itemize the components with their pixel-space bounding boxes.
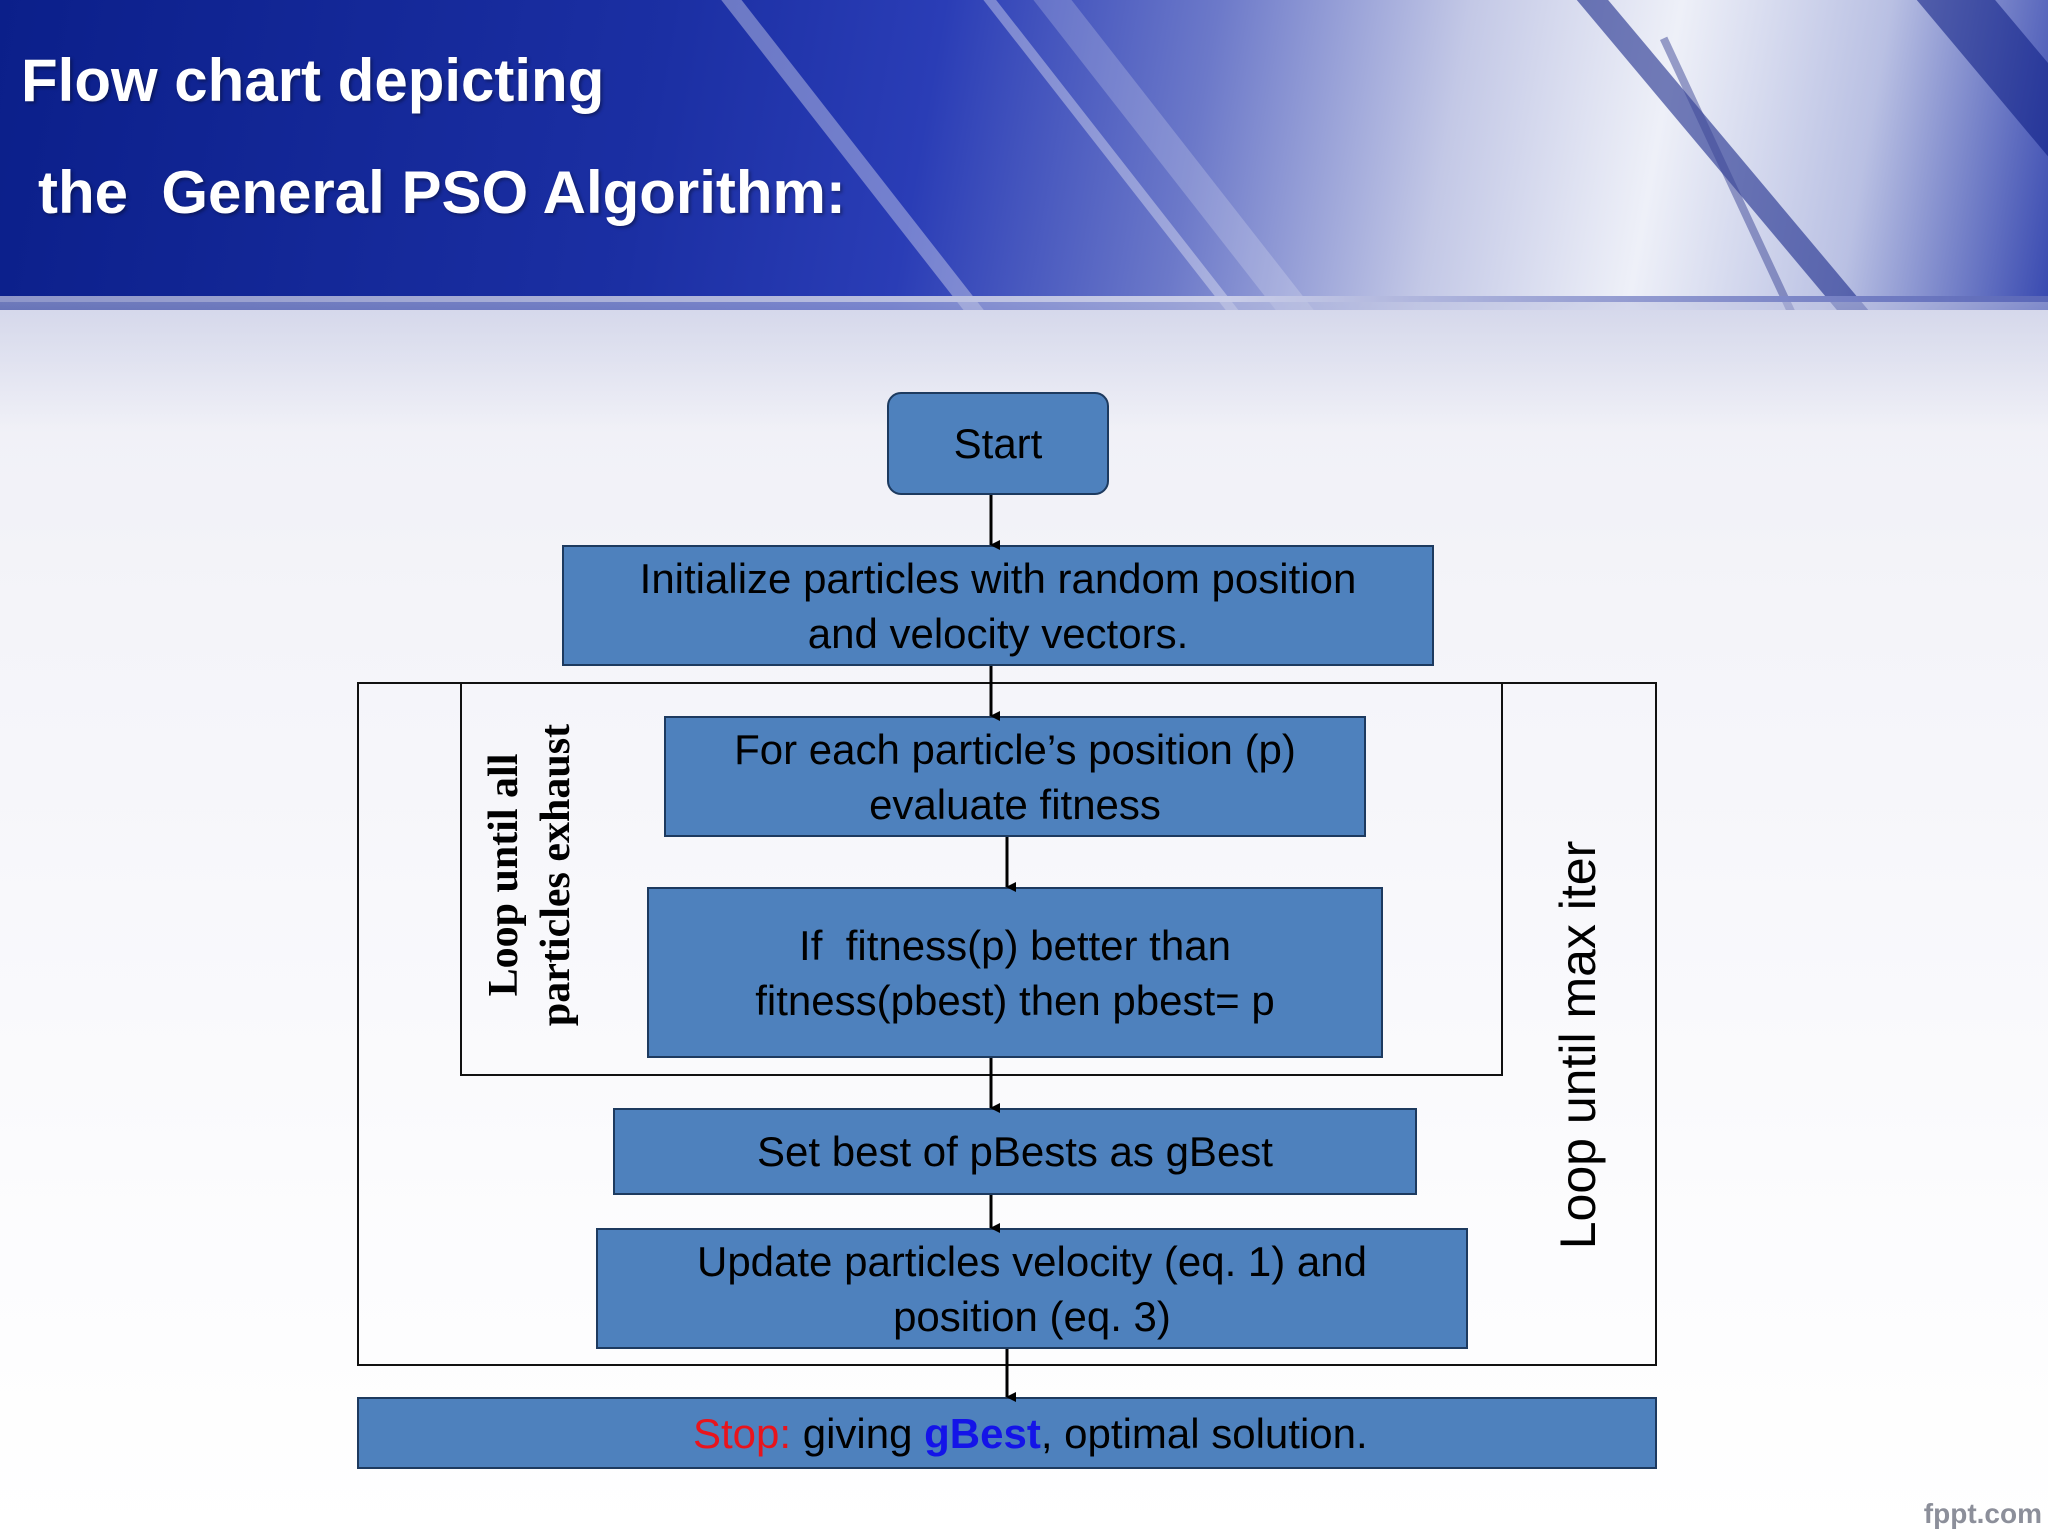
slide-title-line-2: the General PSO Algorithm: [38, 159, 846, 226]
slide-title-line-1: Flow chart depicting [21, 47, 605, 114]
update-line-2: position (eq. 3) [893, 1292, 1171, 1340]
stop-gbest-highlight: gBest [924, 1409, 1041, 1457]
pbest-line-2: fitness(pbest) then pbest= p [755, 976, 1275, 1024]
stop-node: Stop: giving gBest, optimal solution. [357, 1397, 1657, 1469]
header-banner [0, 0, 2048, 310]
header-divider [0, 296, 2048, 302]
evaluate-line-1: For each particle’s position (p) [734, 725, 1296, 773]
gbest-label: Set best of pBests as gBest [757, 1128, 1273, 1175]
update-velocity-position-node: Update particles velocity (eq. 1) and po… [596, 1228, 1468, 1349]
start-node: Start [887, 392, 1109, 495]
pbest-line-1: If fitness(p) better than [799, 921, 1231, 969]
evaluate-fitness-node: For each particle’s position (p) evaluat… [664, 716, 1366, 837]
watermark: fppt.com [1923, 1498, 2042, 1529]
stop-text-middle: giving [791, 1409, 925, 1457]
stop-text-suffix: , optimal solution. [1040, 1409, 1368, 1457]
set-gbest-node: Set best of pBests as gBest [613, 1108, 1417, 1195]
update-line-1: Update particles velocity (eq. 1) and [696, 1237, 1367, 1285]
inner-loop-frame [460, 682, 1503, 1076]
initialize-line-1: Initialize particles with random positio… [639, 554, 1357, 602]
initialize-node: Initialize particles with random positio… [562, 545, 1434, 666]
update-pbest-node: If fitness(p) better than fitness(pbest)… [647, 887, 1383, 1058]
initialize-line-2: and velocity vectors. [807, 609, 1189, 657]
evaluate-line-2: evaluate fitness [869, 780, 1161, 828]
start-node-label: Start [953, 420, 1043, 467]
stop-keyword: Stop: [692, 1409, 792, 1457]
